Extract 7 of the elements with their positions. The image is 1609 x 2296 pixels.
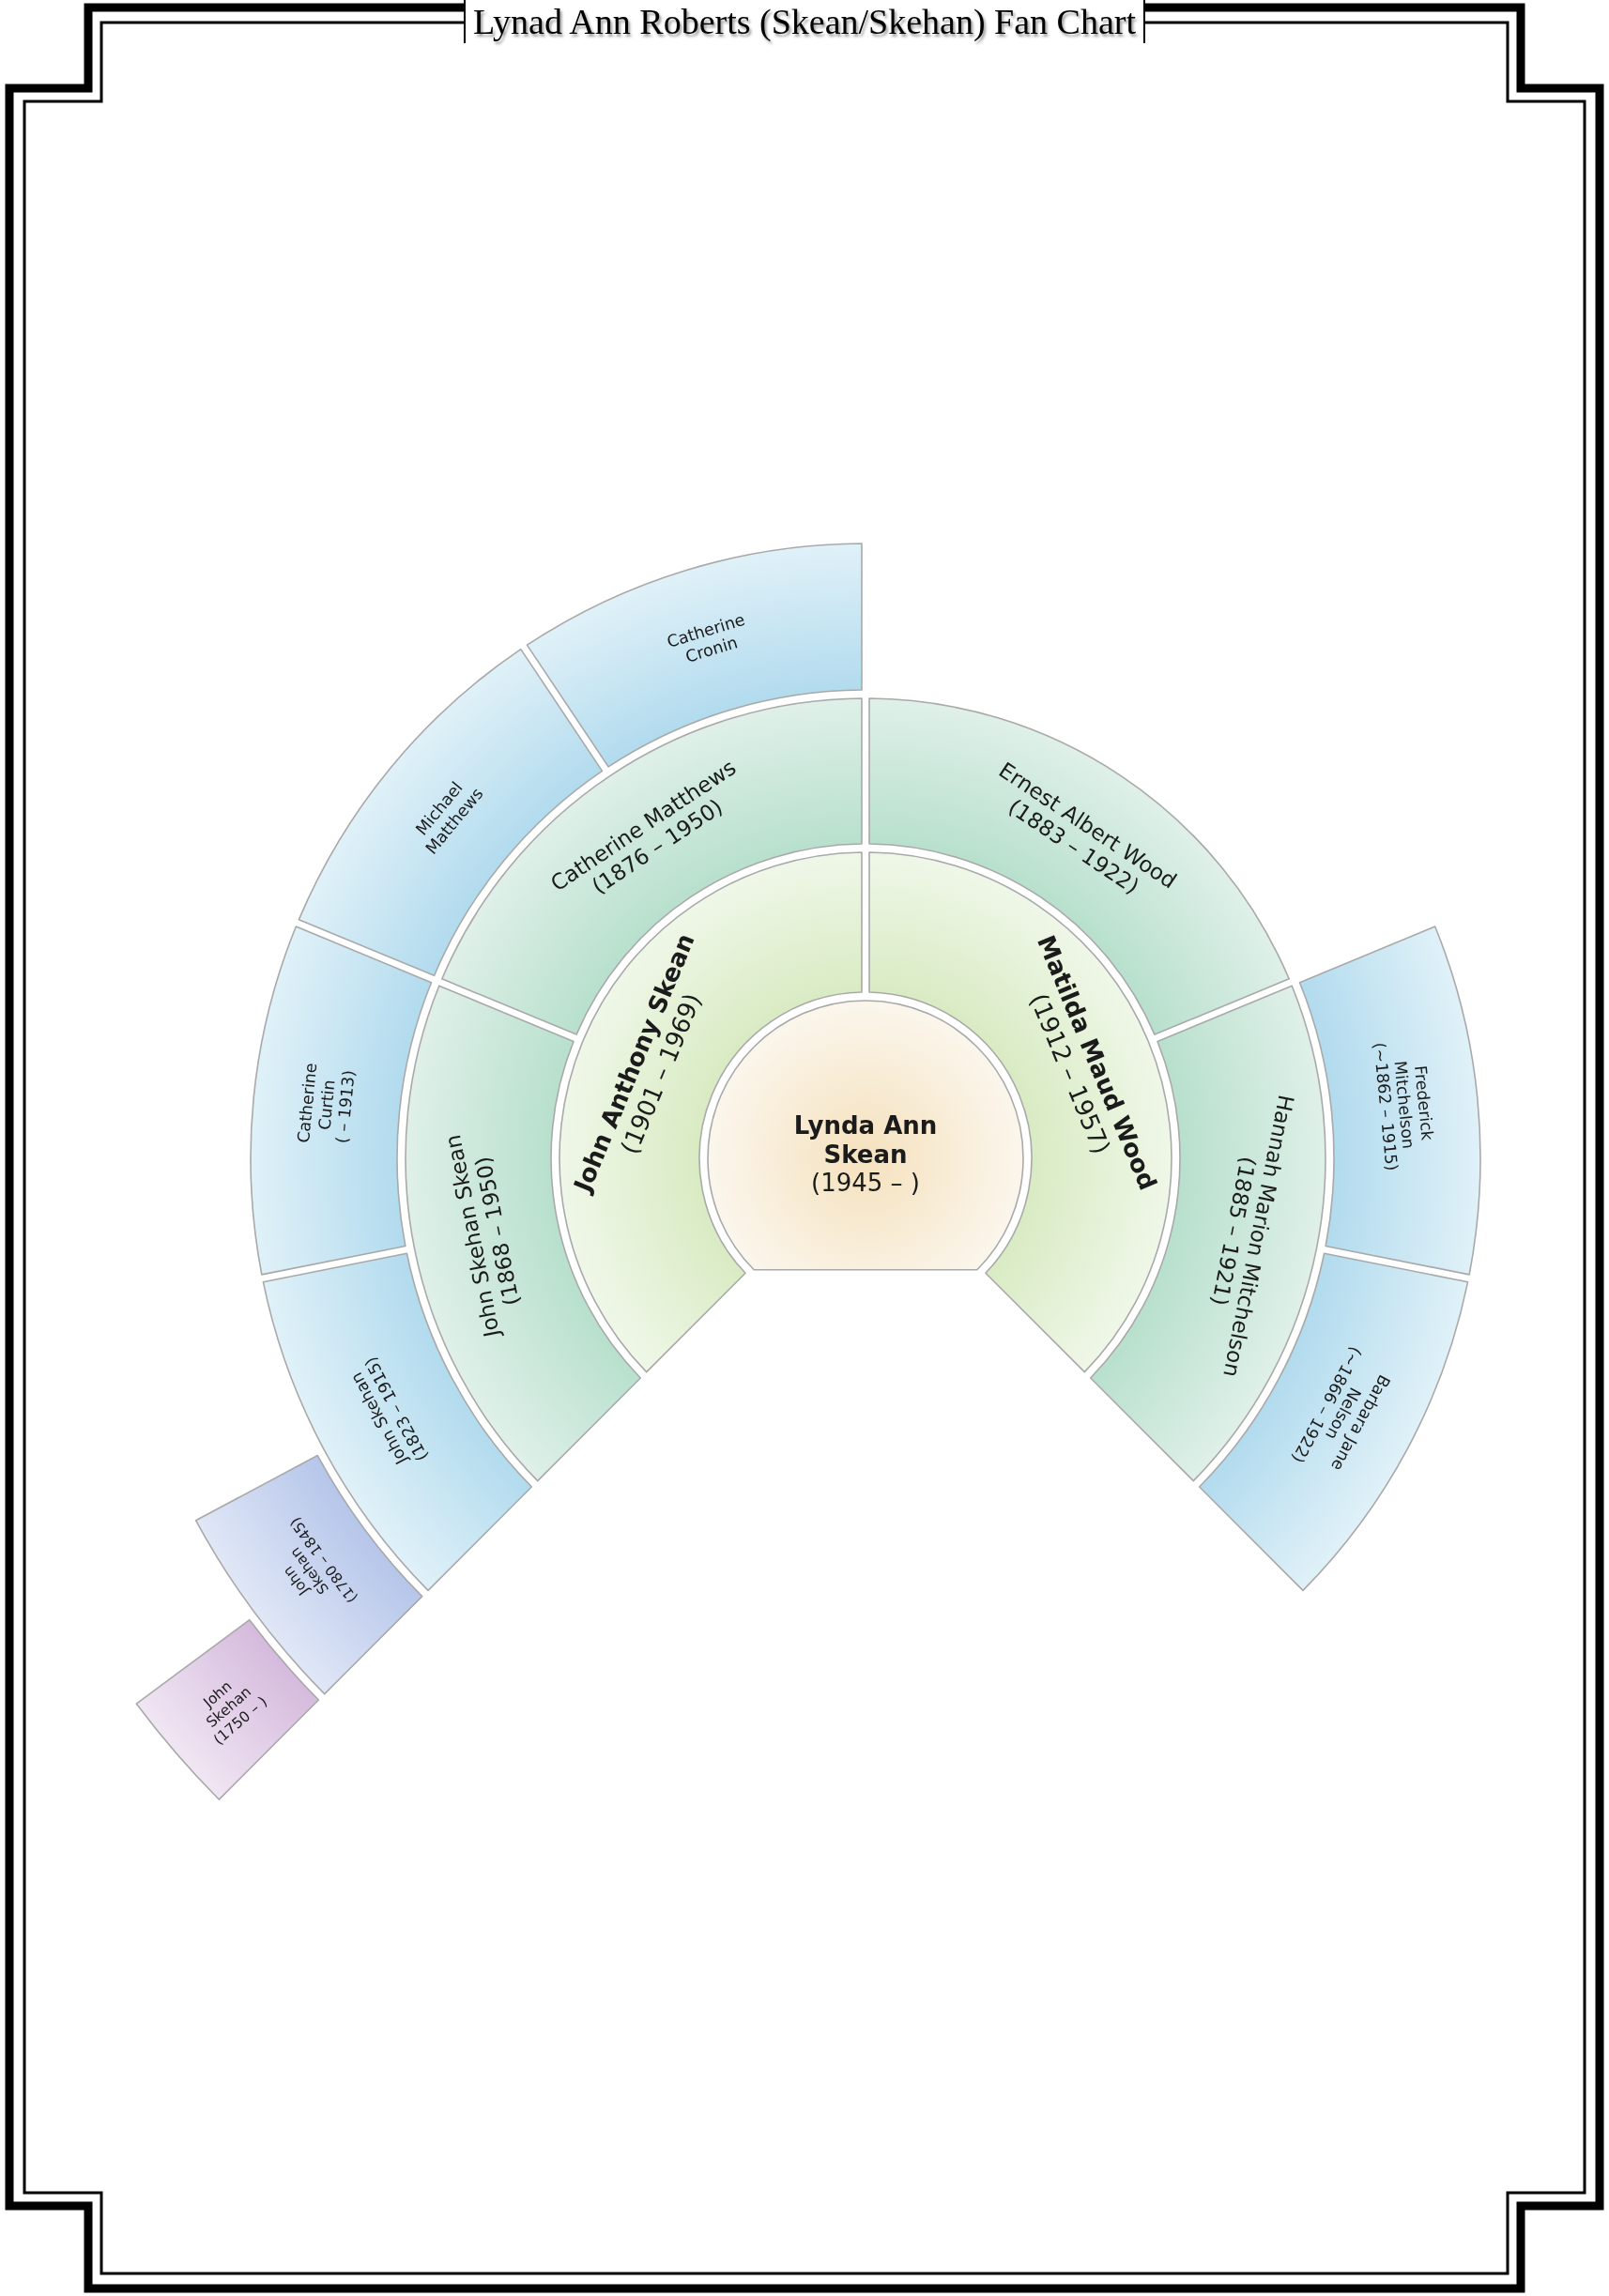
- fan-segment: [1298, 926, 1481, 1276]
- chart-title: Lynad Ann Roberts (Skean/Skehan) Fan Chart: [463, 0, 1146, 43]
- life-dates: (1945 – ): [811, 1169, 920, 1198]
- fan-segment: [135, 1618, 320, 1801]
- fan-segment: [250, 926, 433, 1276]
- person-name: Lynda Ann Skean: [792, 1111, 939, 1170]
- center-segment: [707, 1000, 1024, 1271]
